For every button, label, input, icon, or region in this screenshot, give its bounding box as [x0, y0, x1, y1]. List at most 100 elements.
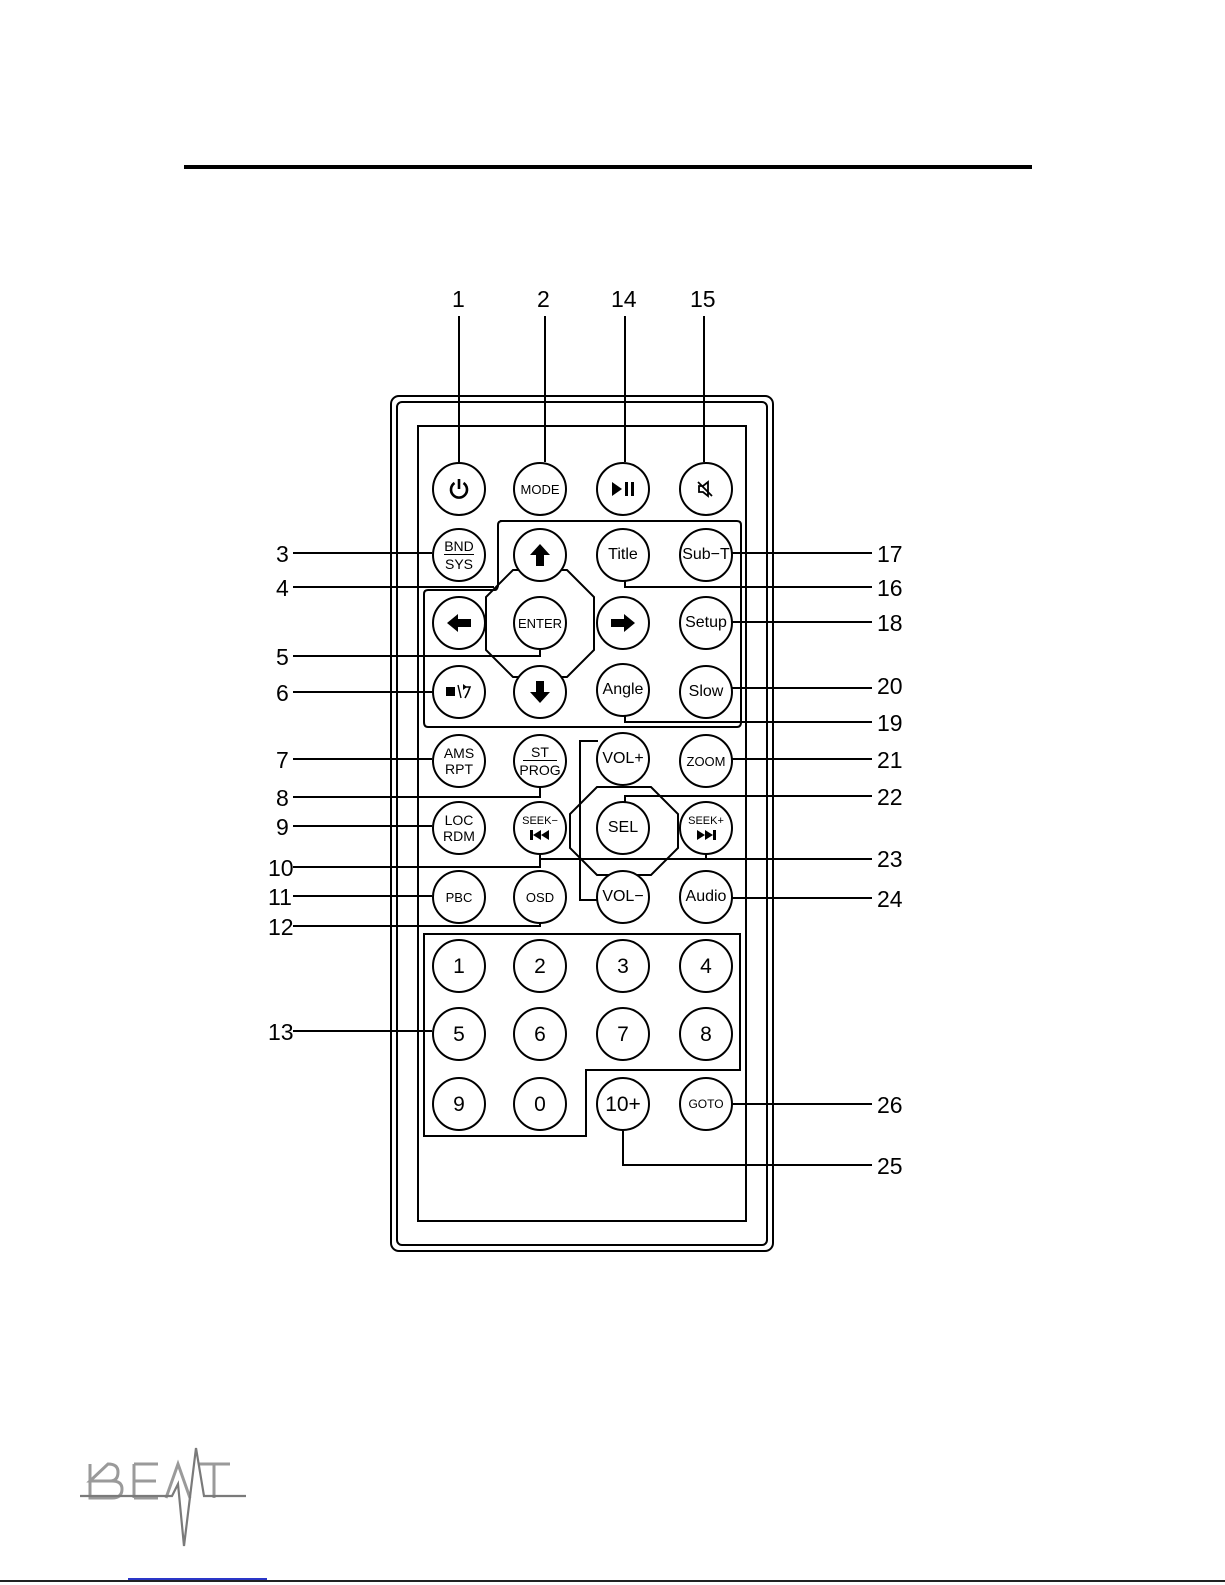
stop-return-icon: [445, 683, 473, 701]
callout-2: 2: [537, 288, 550, 311]
audio-button[interactable]: Audio: [679, 870, 733, 924]
loc-label: LOC: [445, 813, 474, 827]
mode-label: MODE: [521, 483, 560, 496]
number-1-label: 1: [453, 956, 465, 977]
title-button[interactable]: Title: [596, 528, 650, 582]
callout-11: 11: [268, 886, 292, 909]
setup-button[interactable]: Setup: [679, 596, 733, 650]
ams-rpt-button[interactable]: AMS RPT: [432, 734, 486, 788]
number-9-label: 9: [453, 1094, 465, 1115]
down-button[interactable]: [513, 665, 567, 719]
bnd-label: BND: [444, 539, 474, 555]
seek-minus-button[interactable]: SEEK−: [513, 801, 567, 855]
callout-15: 15: [690, 288, 716, 311]
arrow-up-icon: [529, 543, 551, 567]
callout-16: 16: [877, 577, 903, 600]
stop-return-button[interactable]: [432, 665, 486, 719]
callout-4: 4: [276, 577, 289, 600]
osd-button[interactable]: OSD: [513, 870, 567, 924]
number-1-button[interactable]: 1: [432, 939, 486, 993]
ten-plus-button[interactable]: 10+: [596, 1077, 650, 1131]
arrow-down-icon: [529, 680, 551, 704]
callout-14: 14: [611, 288, 637, 311]
vol-down-button[interactable]: VOL−: [596, 870, 650, 924]
seek-minus-label: SEEK−: [522, 816, 558, 827]
number-4-button[interactable]: 4: [679, 939, 733, 993]
mode-button[interactable]: MODE: [513, 462, 567, 516]
arrow-left-icon: [446, 613, 472, 633]
vol-up-label: VOL+: [602, 751, 643, 767]
angle-button[interactable]: Angle: [596, 663, 650, 717]
callout-19: 19: [877, 712, 903, 735]
subt-button[interactable]: Sub−T: [679, 528, 733, 582]
title-label: Title: [608, 547, 638, 563]
loc-rdm-button[interactable]: LOC RDM: [432, 801, 486, 855]
seek-plus-button[interactable]: SEEK+: [679, 801, 733, 855]
number-9-button[interactable]: 9: [432, 1077, 486, 1131]
number-3-button[interactable]: 3: [596, 939, 650, 993]
number-6-button[interactable]: 6: [513, 1007, 567, 1061]
callout-12: 12: [268, 916, 294, 939]
st-prog-button[interactable]: ST PROG: [513, 734, 567, 788]
sel-button[interactable]: SEL: [596, 801, 650, 855]
power-button[interactable]: [432, 462, 486, 516]
callout-1: 1: [452, 288, 465, 311]
angle-label: Angle: [603, 682, 644, 698]
callout-5: 5: [276, 646, 289, 669]
ams-label: AMS: [444, 746, 474, 760]
subt-label: Sub−T: [682, 547, 730, 563]
audio-label: Audio: [686, 889, 727, 905]
callout-7: 7: [276, 749, 289, 772]
callout-21: 21: [877, 749, 903, 772]
number-3-label: 3: [617, 956, 629, 977]
sel-label: SEL: [608, 820, 638, 836]
slow-label: Slow: [689, 684, 724, 700]
play-pause-icon: [610, 480, 636, 498]
page-bottom-border: [0, 1580, 1225, 1582]
slow-button[interactable]: Slow: [679, 665, 733, 719]
sys-label: SYS: [445, 557, 473, 571]
play-pause-button[interactable]: [596, 462, 650, 516]
callout-8: 8: [276, 787, 289, 810]
bnd-sys-button[interactable]: BND SYS: [432, 528, 486, 582]
number-2-button[interactable]: 2: [513, 939, 567, 993]
callout-22: 22: [877, 786, 903, 809]
goto-label: GOTO: [688, 1098, 723, 1110]
zoom-button[interactable]: ZOOM: [679, 734, 733, 788]
number-0-button[interactable]: 0: [513, 1077, 567, 1131]
rdm-label: RDM: [443, 829, 475, 843]
number-0-label: 0: [534, 1094, 546, 1115]
left-button[interactable]: [432, 596, 486, 650]
number-7-button[interactable]: 7: [596, 1007, 650, 1061]
number-5-button[interactable]: 5: [432, 1007, 486, 1061]
prog-label: PROG: [519, 763, 560, 777]
number-4-label: 4: [700, 956, 712, 977]
callout-13: 13: [268, 1021, 294, 1044]
enter-button[interactable]: ENTER: [513, 596, 567, 650]
right-button[interactable]: [596, 596, 650, 650]
setup-label: Setup: [685, 615, 727, 631]
vol-up-button[interactable]: VOL+: [596, 732, 650, 786]
seek-plus-label: SEEK+: [688, 816, 724, 827]
power-icon: [447, 477, 471, 501]
callout-6: 6: [276, 682, 289, 705]
callout-10: 10: [268, 857, 294, 880]
pbc-button[interactable]: PBC: [432, 870, 486, 924]
next-track-icon: [695, 829, 717, 841]
mute-button[interactable]: [679, 462, 733, 516]
number-8-button[interactable]: 8: [679, 1007, 733, 1061]
callout-18: 18: [877, 612, 903, 635]
number-2-label: 2: [534, 956, 546, 977]
callout-17: 17: [877, 543, 903, 566]
callout-24: 24: [877, 888, 903, 911]
callout-9: 9: [276, 816, 289, 839]
arrow-right-icon: [610, 613, 636, 633]
previous-track-icon: [529, 829, 551, 841]
callout-25: 25: [877, 1155, 903, 1178]
ten-plus-label: 10+: [605, 1094, 641, 1115]
up-button[interactable]: [513, 528, 567, 582]
callout-23: 23: [877, 848, 903, 871]
rpt-label: RPT: [445, 762, 473, 776]
goto-button[interactable]: GOTO: [679, 1077, 733, 1131]
